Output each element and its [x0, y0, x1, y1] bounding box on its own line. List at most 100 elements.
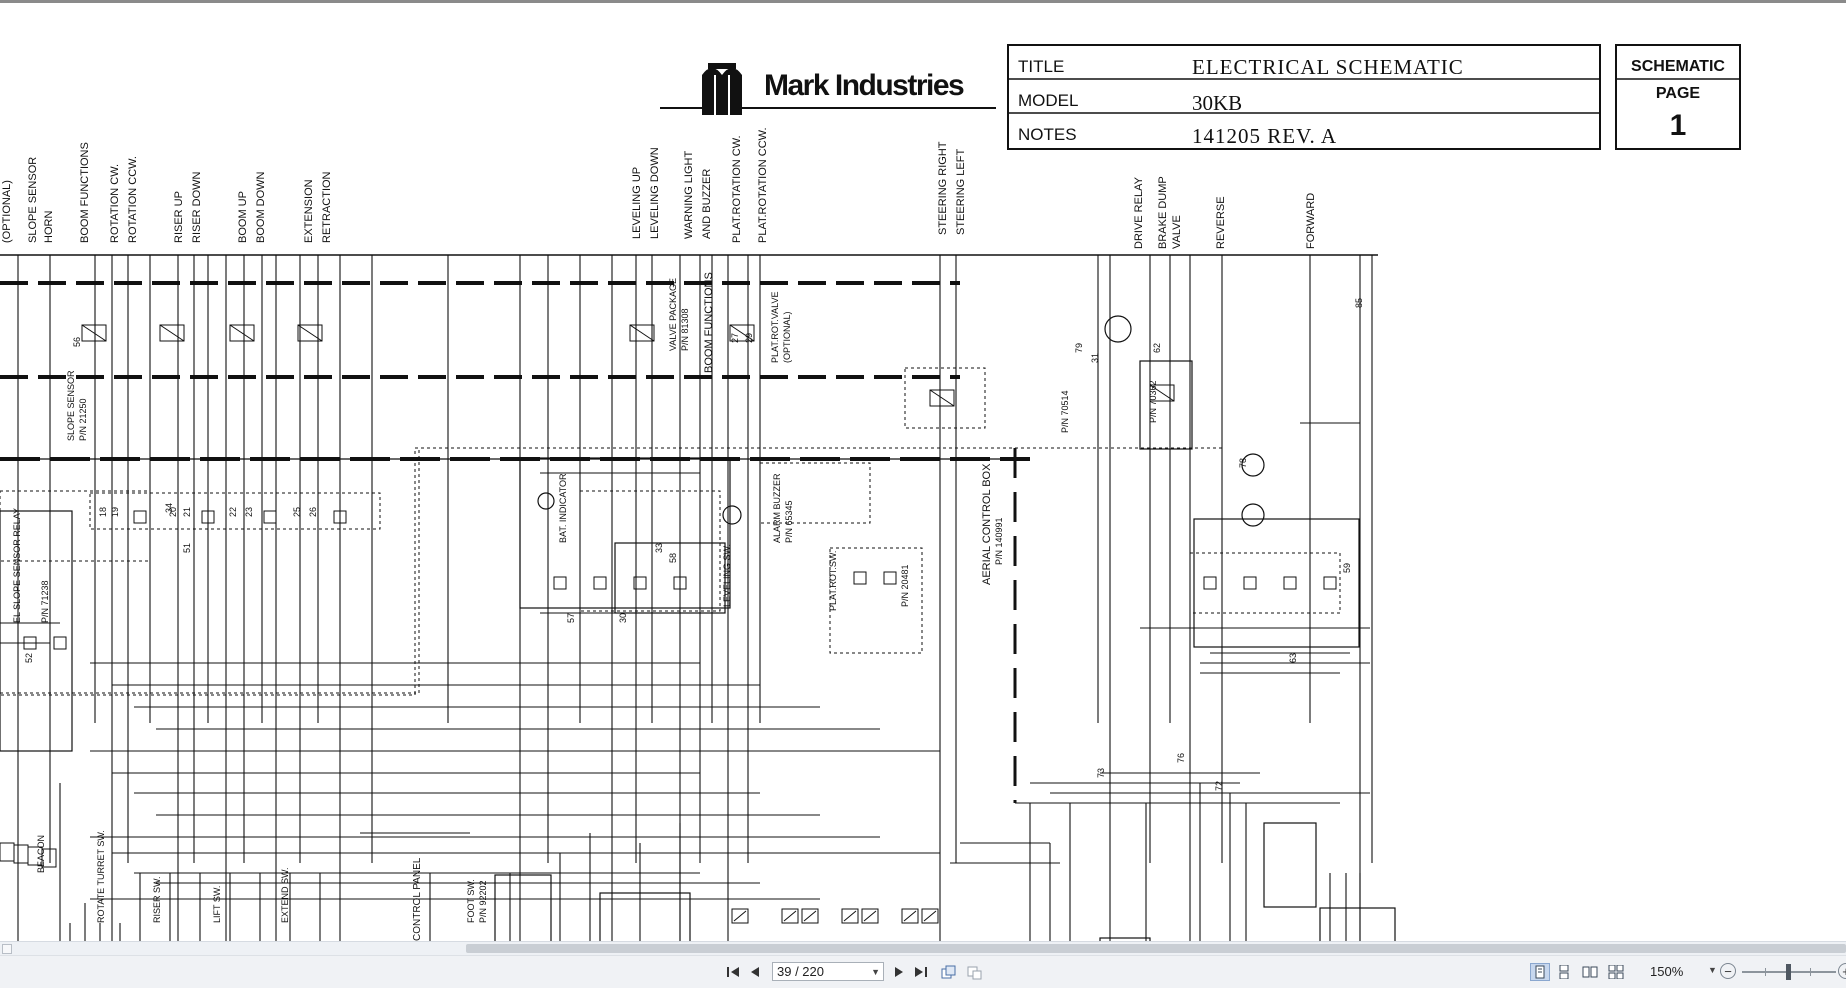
fn-label: PLAT.ROTATION CW. [731, 135, 743, 243]
contact-block [1323, 576, 1337, 590]
comp-label: BOOM FUNCTIONS [703, 272, 715, 373]
model-value: 30KB [1192, 91, 1242, 115]
comp-label: CONTROL PANEL [412, 857, 423, 941]
wire-number: 27 [730, 333, 740, 343]
previous-page-icon [751, 967, 759, 977]
first-page-icon [727, 967, 739, 977]
comp-label: P/N 20481 [900, 564, 910, 607]
copy-page-button[interactable] [940, 963, 958, 981]
page-number: 1 [1670, 109, 1687, 142]
comp-label: PLAT.ROT.SW. [828, 551, 838, 611]
page-dropdown-icon[interactable]: ▼ [871, 967, 880, 977]
fn-label: ROTATION CW. [109, 164, 121, 243]
notes-value: 141205 REV. A [1192, 124, 1337, 148]
document-view[interactable]: Mark Industries TITLE ELECTRICAL SCHEMAT… [0, 3, 1846, 941]
fn-label: RISER DOWN [191, 171, 203, 243]
page-number-field[interactable]: ▼ [772, 962, 884, 981]
wire-number: 29 [744, 333, 754, 343]
comp-label: SLOPE SENSOR [66, 370, 76, 441]
fn-label: STEERING LEFT [955, 149, 967, 235]
zoom-in-button[interactable]: + [1838, 963, 1846, 979]
zoom-dropdown-icon[interactable]: ▼ [1708, 965, 1717, 975]
wire-number: 30 [618, 613, 628, 623]
wire-number: 73 [1096, 768, 1106, 778]
contact-block [883, 571, 897, 585]
contact-block [1203, 576, 1217, 590]
relay-contact [1149, 384, 1175, 402]
comp-label: P/N 92202 [478, 880, 488, 923]
notes-label: NOTES [1018, 125, 1077, 144]
contact-block [593, 576, 607, 590]
relay-contact [81, 324, 107, 342]
view-continuous-button[interactable] [1554, 963, 1574, 981]
horizontal-scrollbar[interactable] [0, 941, 1846, 955]
comp-label: EXTEND SW. [280, 867, 290, 923]
last-page-icon [915, 967, 927, 977]
comp-label: P/N 140991 [994, 517, 1004, 565]
comp-label: AERIAL CONTROL BOX [981, 463, 993, 585]
view-continuous-facing-button[interactable] [1606, 963, 1626, 981]
last-page-button[interactable] [912, 963, 930, 981]
view-facing-button[interactable] [1580, 963, 1600, 981]
view-single-page-button[interactable] [1530, 963, 1550, 981]
relay-coil [81, 324, 107, 342]
relay-coil [1149, 384, 1175, 402]
comp-label: LIFT SW. [212, 886, 222, 923]
relay-contact [729, 324, 755, 342]
contact-block [333, 510, 347, 524]
comp-label: BEACON [36, 835, 46, 873]
wire-number: 26 [308, 507, 318, 517]
fn-label: BOOM DOWN [255, 171, 267, 243]
contact-block [853, 571, 867, 585]
window-top-border [0, 0, 1846, 3]
wire-number: 20 [168, 507, 178, 517]
wire-number: 57 [566, 613, 576, 623]
zoom-tick [1765, 968, 1766, 976]
brand-name: Mark Industries [764, 69, 964, 102]
switch-contact [841, 908, 859, 924]
wire-number: 23 [244, 507, 254, 517]
paste-page-button[interactable] [966, 963, 984, 981]
comp-label: RISER SW. [152, 876, 162, 923]
fn-label: PLAT.ROTATION CCW. [757, 127, 769, 243]
brand-logo: Mark Industries [660, 63, 996, 115]
relay-contact [297, 324, 323, 342]
wire-number: 51 [182, 543, 192, 553]
zoom-out-button[interactable]: − [1720, 963, 1736, 979]
contact-block [553, 576, 567, 590]
relay-coil [159, 324, 185, 342]
zoom-slider-thumb[interactable] [1786, 964, 1791, 980]
switch-contact [801, 908, 819, 924]
first-page-button[interactable] [724, 963, 742, 981]
page-number-input[interactable] [773, 963, 865, 980]
comp-label: EL SLOPE SENSOR RELAY [12, 508, 22, 623]
relay-contact [159, 324, 185, 342]
paste-page-icon [967, 966, 982, 980]
comp-label: P/N 65345 [784, 500, 794, 543]
fn-label: BOOM FUNCTIONS [79, 142, 91, 243]
zoom-tick [1810, 968, 1811, 976]
wire-number: 18 [98, 507, 108, 517]
wire-number: 31 [1090, 353, 1100, 363]
wire-number: 22 [228, 507, 238, 517]
single-page-icon [1535, 965, 1545, 979]
next-page-button[interactable] [890, 963, 908, 981]
wire-number: 79 [1074, 343, 1084, 353]
beacon-symbol [0, 842, 15, 862]
switch-blade [923, 910, 937, 922]
schematic-label: SCHEMATIC [1631, 58, 1725, 75]
fn-label: (OPTIONAL) [1, 180, 13, 243]
main-bus [0, 254, 1378, 803]
relay-contact [229, 324, 255, 342]
fn-label: STEERING RIGHT [937, 141, 949, 235]
contact-block [23, 636, 37, 650]
fn-label: EXTENSION [303, 179, 315, 243]
status-bar: ▼ 150% ▼ − + [0, 955, 1846, 988]
wire-number: 19 [110, 507, 120, 517]
previous-page-button[interactable] [746, 963, 764, 981]
scrollbar-thumb[interactable] [466, 944, 1846, 953]
contact-block [133, 510, 147, 524]
fn-label: HORN [43, 211, 55, 243]
scroll-left-button[interactable] [2, 944, 12, 954]
